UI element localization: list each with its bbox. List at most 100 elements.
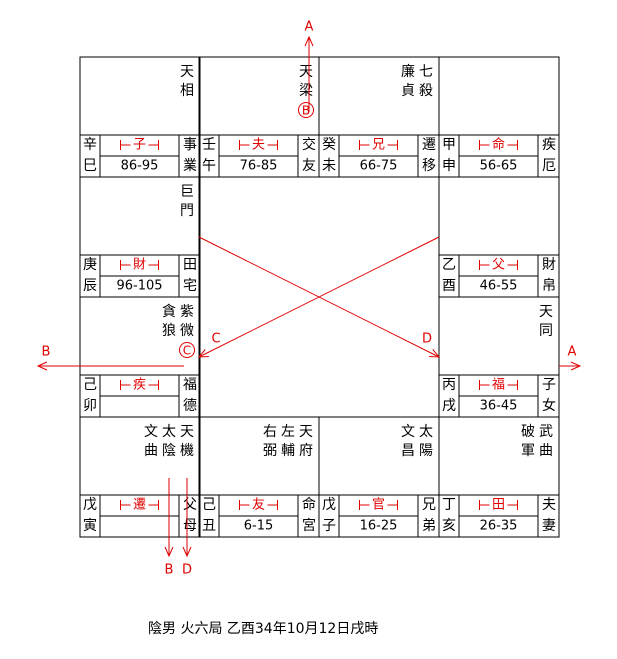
- star-char: 天: [299, 424, 313, 440]
- arrow-top-head: [304, 35, 314, 47]
- star-char: 梁: [299, 83, 313, 99]
- palace-name-top: 財: [542, 257, 556, 273]
- circle-marker-label: C: [183, 344, 191, 358]
- earthly-branch: 酉: [442, 278, 456, 294]
- label-d: D: [422, 332, 432, 347]
- heavenly-stem: 戊: [322, 497, 336, 513]
- star-char: 殺: [419, 83, 433, 99]
- palace-tag: 命: [492, 137, 505, 153]
- palace-cell: [438, 416, 560, 538]
- star-char: 相: [180, 83, 194, 99]
- star-char: 曲: [144, 443, 158, 459]
- star-char: 陽: [419, 443, 433, 459]
- star-char: 陰: [162, 443, 176, 459]
- palace-name-top: 遷: [422, 137, 436, 153]
- age-range: 16-25: [360, 519, 398, 534]
- circle-marker-label: B: [302, 104, 310, 118]
- palace-name-top: 子: [542, 377, 556, 393]
- heavenly-stem: 壬: [202, 137, 216, 153]
- star-char: 太: [419, 424, 433, 440]
- palace-tag: 疾: [133, 378, 146, 393]
- age-range: 66-75: [360, 159, 398, 174]
- star-char: 微: [180, 323, 194, 339]
- palace-name-bottom: 弟: [422, 518, 436, 534]
- circle-marker: [179, 342, 195, 358]
- age-range: 86-95: [121, 159, 159, 174]
- heavenly-stem: 辛: [83, 137, 97, 153]
- palace-tag: 子: [133, 138, 146, 153]
- heavenly-stem: 丁: [442, 497, 456, 513]
- label-left-b: B: [42, 345, 51, 360]
- palace-tag: 田: [492, 498, 505, 513]
- star-char: 太: [162, 424, 176, 440]
- earthly-branch: 戌: [442, 398, 456, 414]
- label-top-a: A: [305, 20, 314, 35]
- palace-name-top: 夫: [542, 497, 556, 513]
- palace-name-bottom: 移: [422, 158, 436, 174]
- star-char: 貞: [401, 83, 415, 99]
- star-char: 狼: [162, 323, 176, 339]
- age-range: 36-45: [480, 399, 518, 414]
- earthly-branch: 午: [202, 158, 216, 174]
- age-range: 96-105: [116, 279, 162, 294]
- palace-name-bottom: 母: [183, 518, 197, 534]
- star-char: 武: [539, 424, 553, 440]
- arrow-bottom-b-head: [164, 546, 174, 558]
- heavenly-stem: 甲: [442, 137, 456, 153]
- earthly-branch: 巳: [83, 158, 97, 174]
- palace-name-bottom: 德: [183, 398, 197, 414]
- palace-name-top: 疾: [542, 137, 556, 153]
- palace-tag: 財: [133, 258, 146, 273]
- palace-tag: 友: [252, 497, 265, 513]
- star-char: 破: [521, 424, 535, 440]
- star-char: 輔: [281, 443, 295, 459]
- heavenly-stem: 己: [83, 377, 97, 393]
- star-char: 七: [419, 64, 433, 80]
- age-range: 6-15: [244, 519, 274, 534]
- star-char: 右: [263, 424, 277, 440]
- arrow-right-head: [570, 361, 582, 371]
- diagonal-to-c: [198, 236, 440, 358]
- star-char: 昌: [401, 443, 415, 459]
- palace-name-bottom: 宅: [183, 278, 197, 294]
- palace-tag: 遷: [133, 498, 146, 513]
- earthly-branch: 卯: [83, 398, 97, 414]
- palace-tag: 父: [492, 258, 505, 273]
- age-range: 76-85: [240, 159, 278, 174]
- earthly-branch: 丑: [202, 518, 216, 534]
- star-char: 廉: [401, 63, 415, 80]
- age-range: 26-35: [480, 519, 518, 534]
- star-char: 貪: [162, 303, 176, 320]
- star-char: 同: [539, 323, 553, 339]
- palace-name-top: 交: [302, 136, 316, 153]
- star-char: 左: [281, 424, 295, 440]
- palace-name-top: 父: [183, 497, 197, 513]
- palace-cell: [79, 416, 201, 538]
- star-char: 天: [180, 424, 194, 440]
- star-char: 天: [539, 304, 553, 320]
- star-char: 門: [180, 203, 194, 219]
- palace-yin: [79, 416, 201, 538]
- earthly-branch: 亥: [442, 518, 456, 534]
- palace-name-bottom: 妻: [542, 518, 556, 534]
- star-char: 巨: [180, 184, 194, 200]
- star-char: 紫: [180, 304, 194, 320]
- heavenly-stem: 戊: [83, 497, 97, 513]
- palace-tag: 夫: [252, 138, 265, 153]
- palace-name-bottom: 業: [183, 158, 197, 174]
- earthly-branch: 申: [442, 158, 456, 174]
- arrow-bottom-d-head: [182, 546, 192, 558]
- palace-name-top: 命: [302, 496, 316, 513]
- palace-name-top: 兄: [422, 497, 436, 513]
- palace-name-top: 事: [183, 137, 197, 153]
- star-char: 天: [180, 64, 194, 80]
- palace-hai: [438, 416, 560, 538]
- earthly-branch: 子: [322, 518, 336, 534]
- age-range: 56-65: [480, 159, 518, 174]
- palace-name-bottom: 友: [302, 158, 316, 174]
- palace-name-bottom: 厄: [542, 158, 556, 174]
- star-char: 弼: [263, 443, 277, 459]
- arrowhead-d: [429, 349, 441, 358]
- palace-name-bottom: 女: [542, 397, 556, 414]
